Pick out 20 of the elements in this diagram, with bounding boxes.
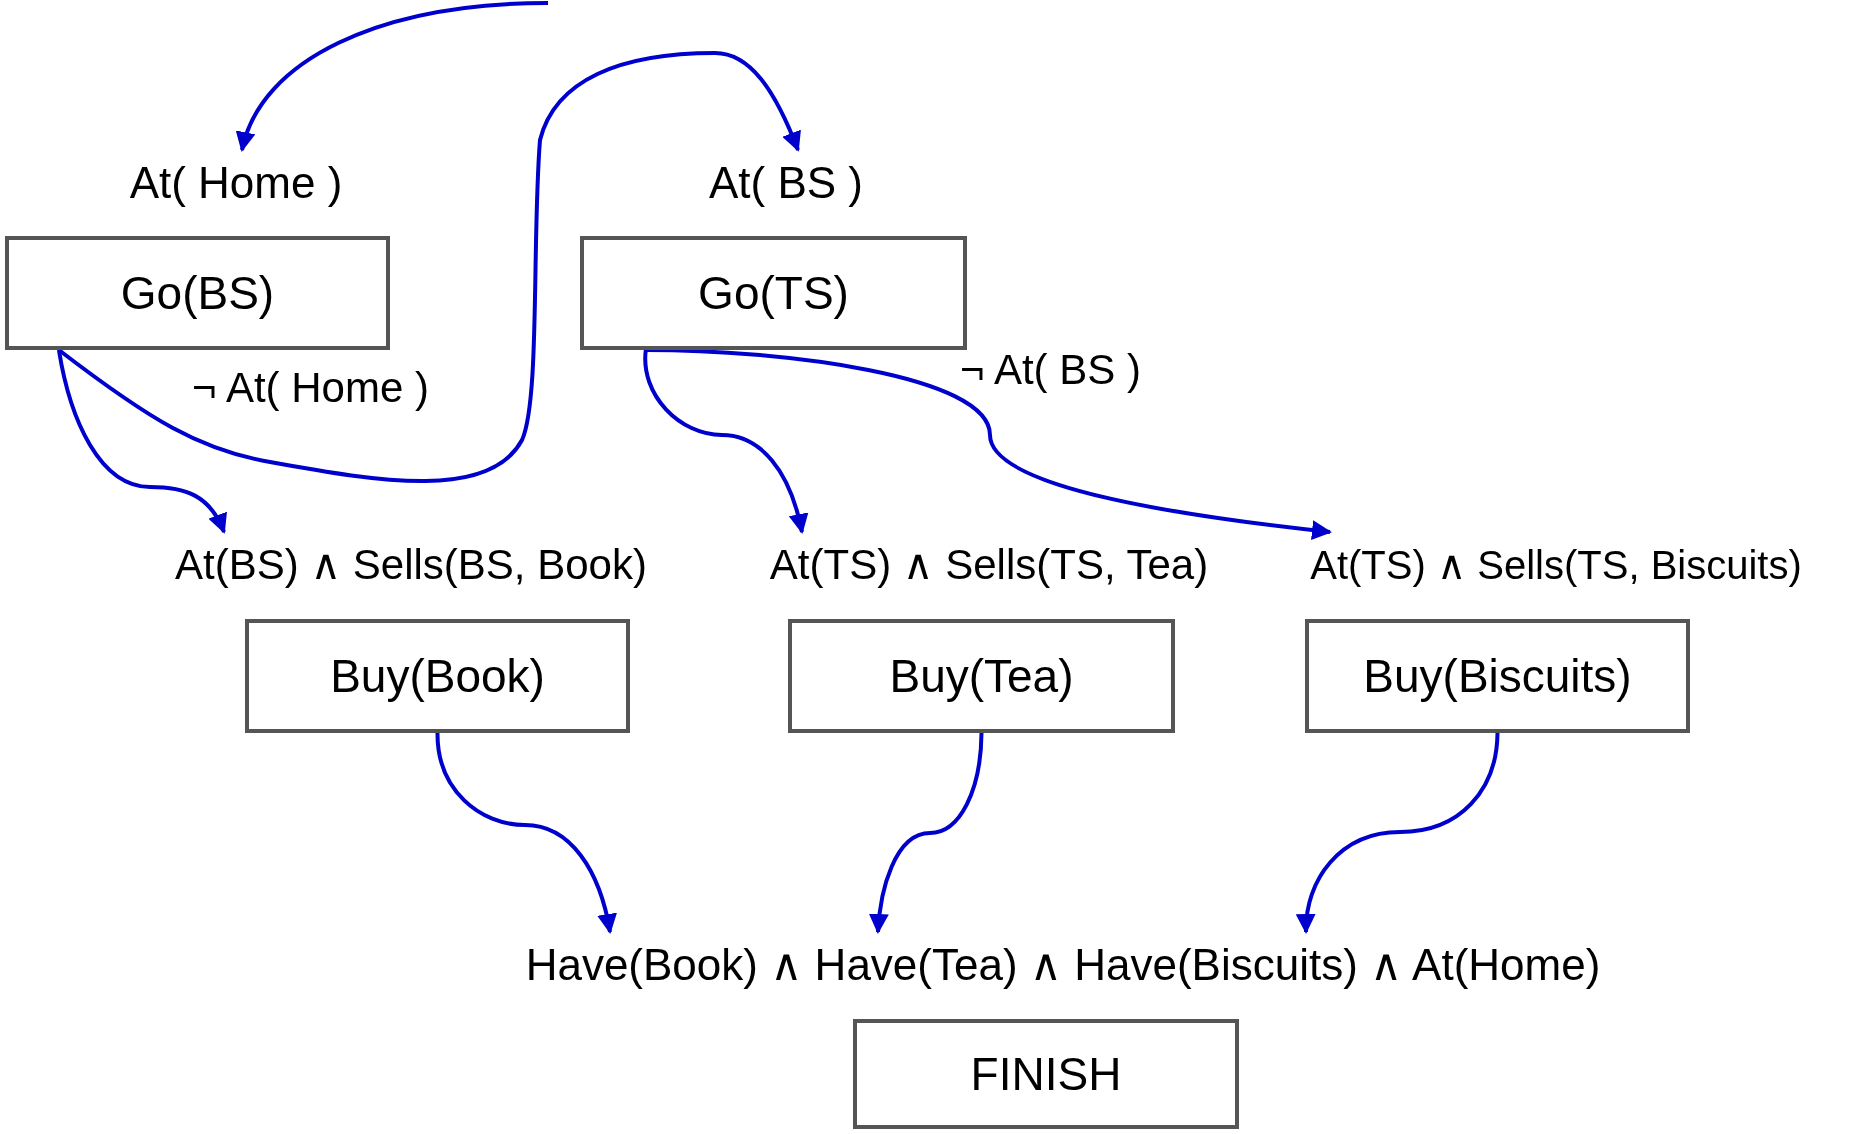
condition-label: At(TS) ∧ Sells(TS, Biscuits) [1309,542,1803,589]
arrow [645,348,1332,540]
arrow [237,1,549,152]
condition-label: At( BS ) [708,157,864,209]
arrow [435,732,617,934]
arrow [1296,732,1500,934]
condition-label: Have(Book) ∧ Have(Tea) ∧ Have(Biscuits) ∧ At(Home) [524,939,1602,991]
action-box: Go(TS) [580,236,967,350]
condition-label: At(BS) ∧ Sells(BS, Book) [174,540,648,590]
action-box: Buy(Tea) [788,619,1175,733]
action-box: Buy(Book) [245,619,630,733]
arrow [869,732,984,934]
condition-label: At(TS) ∧ Sells(TS, Tea) [768,540,1210,590]
effect-label: ¬ At( Home ) [192,363,429,413]
action-box: Buy(Biscuits) [1305,619,1690,733]
action-box: Go(BS) [5,236,390,350]
action-box: FINISH [853,1019,1239,1129]
arrow [56,349,227,534]
arrow [643,349,808,534]
condition-label: At( Home ) [128,157,344,209]
